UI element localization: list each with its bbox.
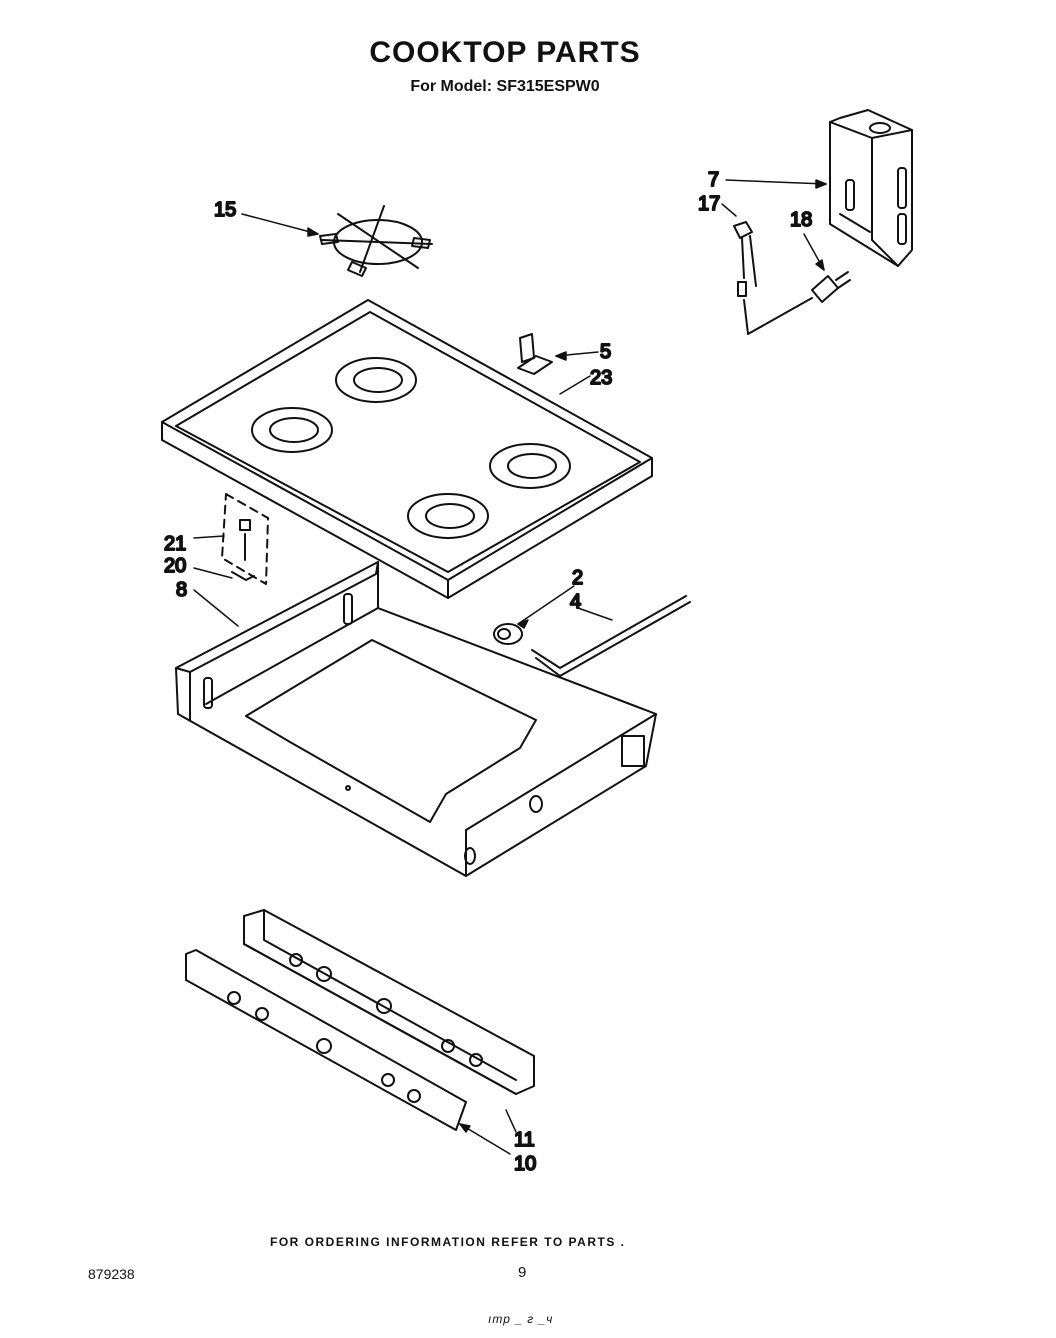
callout-8: 8 [176,579,187,601]
callout-10: 10 [514,1153,536,1175]
callout-20: 20 [164,555,186,577]
leader-lines [193,179,827,1155]
page-title: COOKTOP PARTS [369,36,641,69]
panel-trim-part [185,949,467,1131]
gas-tube-part [531,595,691,677]
callout-17: 17 [698,193,720,215]
callout-11: 11 [514,1129,535,1151]
callout-2: 2 [572,567,583,589]
junction-bracket-part [829,109,913,267]
model-subtitle: For Model: SF315ESPW0 [410,78,600,95]
callout-4: 4 [570,591,581,613]
burner-grate-part [319,205,433,277]
document-number: 879238 [88,1266,135,1282]
page-number: 9 [518,1264,527,1281]
control-panel-part [243,909,535,1095]
grommet-part [493,623,523,645]
switch-part [733,221,813,335]
burner-box-part [175,561,657,877]
clip-part [517,333,553,375]
orifice-assembly-part [221,493,269,585]
callout-23: 23 [590,367,612,389]
power-plug-part [811,271,851,303]
ordering-note: FOR ORDERING INFORMATION REFER TO PARTS … [270,1235,626,1249]
callout-7: 7 [708,169,719,191]
cooktop-part [161,299,653,599]
callout-15: 15 [214,199,236,221]
date-stamp: ıтр _ г _ч [488,1312,554,1326]
callout-5: 5 [600,341,611,363]
callout-21: 21 [164,533,186,555]
callout-18: 18 [790,209,812,231]
